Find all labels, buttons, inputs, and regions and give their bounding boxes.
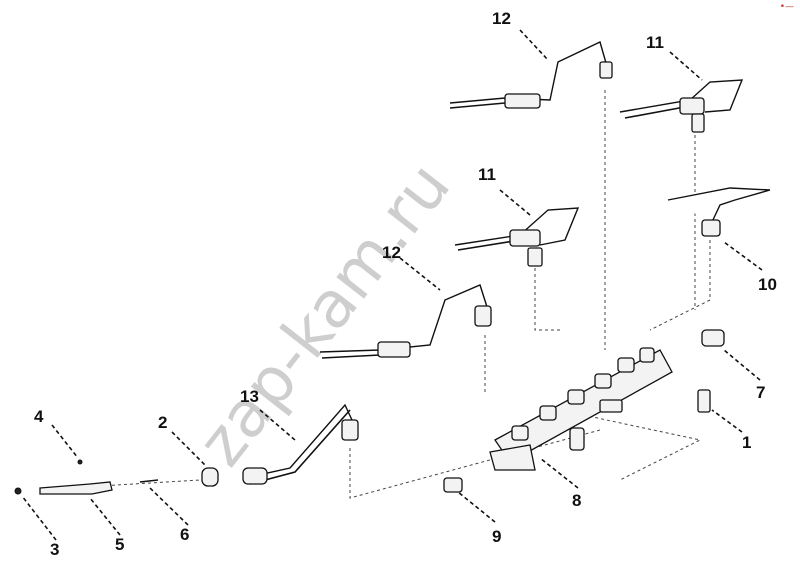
- callout-6: 6: [180, 525, 189, 544]
- callout-13: 13: [240, 387, 259, 406]
- small-parts-3-6: [14, 459, 159, 495]
- callout-9: 9: [492, 527, 501, 546]
- callout-8: 8: [572, 491, 581, 510]
- leader-arrows: [21, 29, 763, 541]
- callout-12-middle: 12: [382, 243, 401, 262]
- bolt-1: [697, 389, 711, 413]
- pipe-12-middle: [319, 284, 492, 359]
- callout-7: 7: [756, 383, 765, 402]
- callout-3: 3: [50, 540, 59, 559]
- callout-12-top: 12: [492, 9, 511, 28]
- callout-5: 5: [115, 535, 124, 554]
- callout-11-top: 11: [646, 33, 664, 52]
- callout-11-middle: 11: [478, 165, 496, 184]
- pipe-11-middle: [454, 207, 580, 267]
- fitting-9: [443, 477, 463, 493]
- callout-1: 1: [742, 433, 751, 452]
- pipe-12-top: [449, 41, 613, 109]
- corner-mark: •—: [779, 2, 794, 12]
- callout-4: 4: [34, 407, 44, 426]
- callout-2: 2: [158, 413, 167, 432]
- callout-10: 10: [758, 275, 777, 294]
- pipe-10: [667, 187, 771, 237]
- sensor-7: [701, 329, 725, 347]
- fitting-2: [201, 467, 219, 487]
- pipe-13: [242, 403, 359, 485]
- pipe-11-top: [619, 79, 744, 133]
- fuel-rail-8: [489, 347, 673, 471]
